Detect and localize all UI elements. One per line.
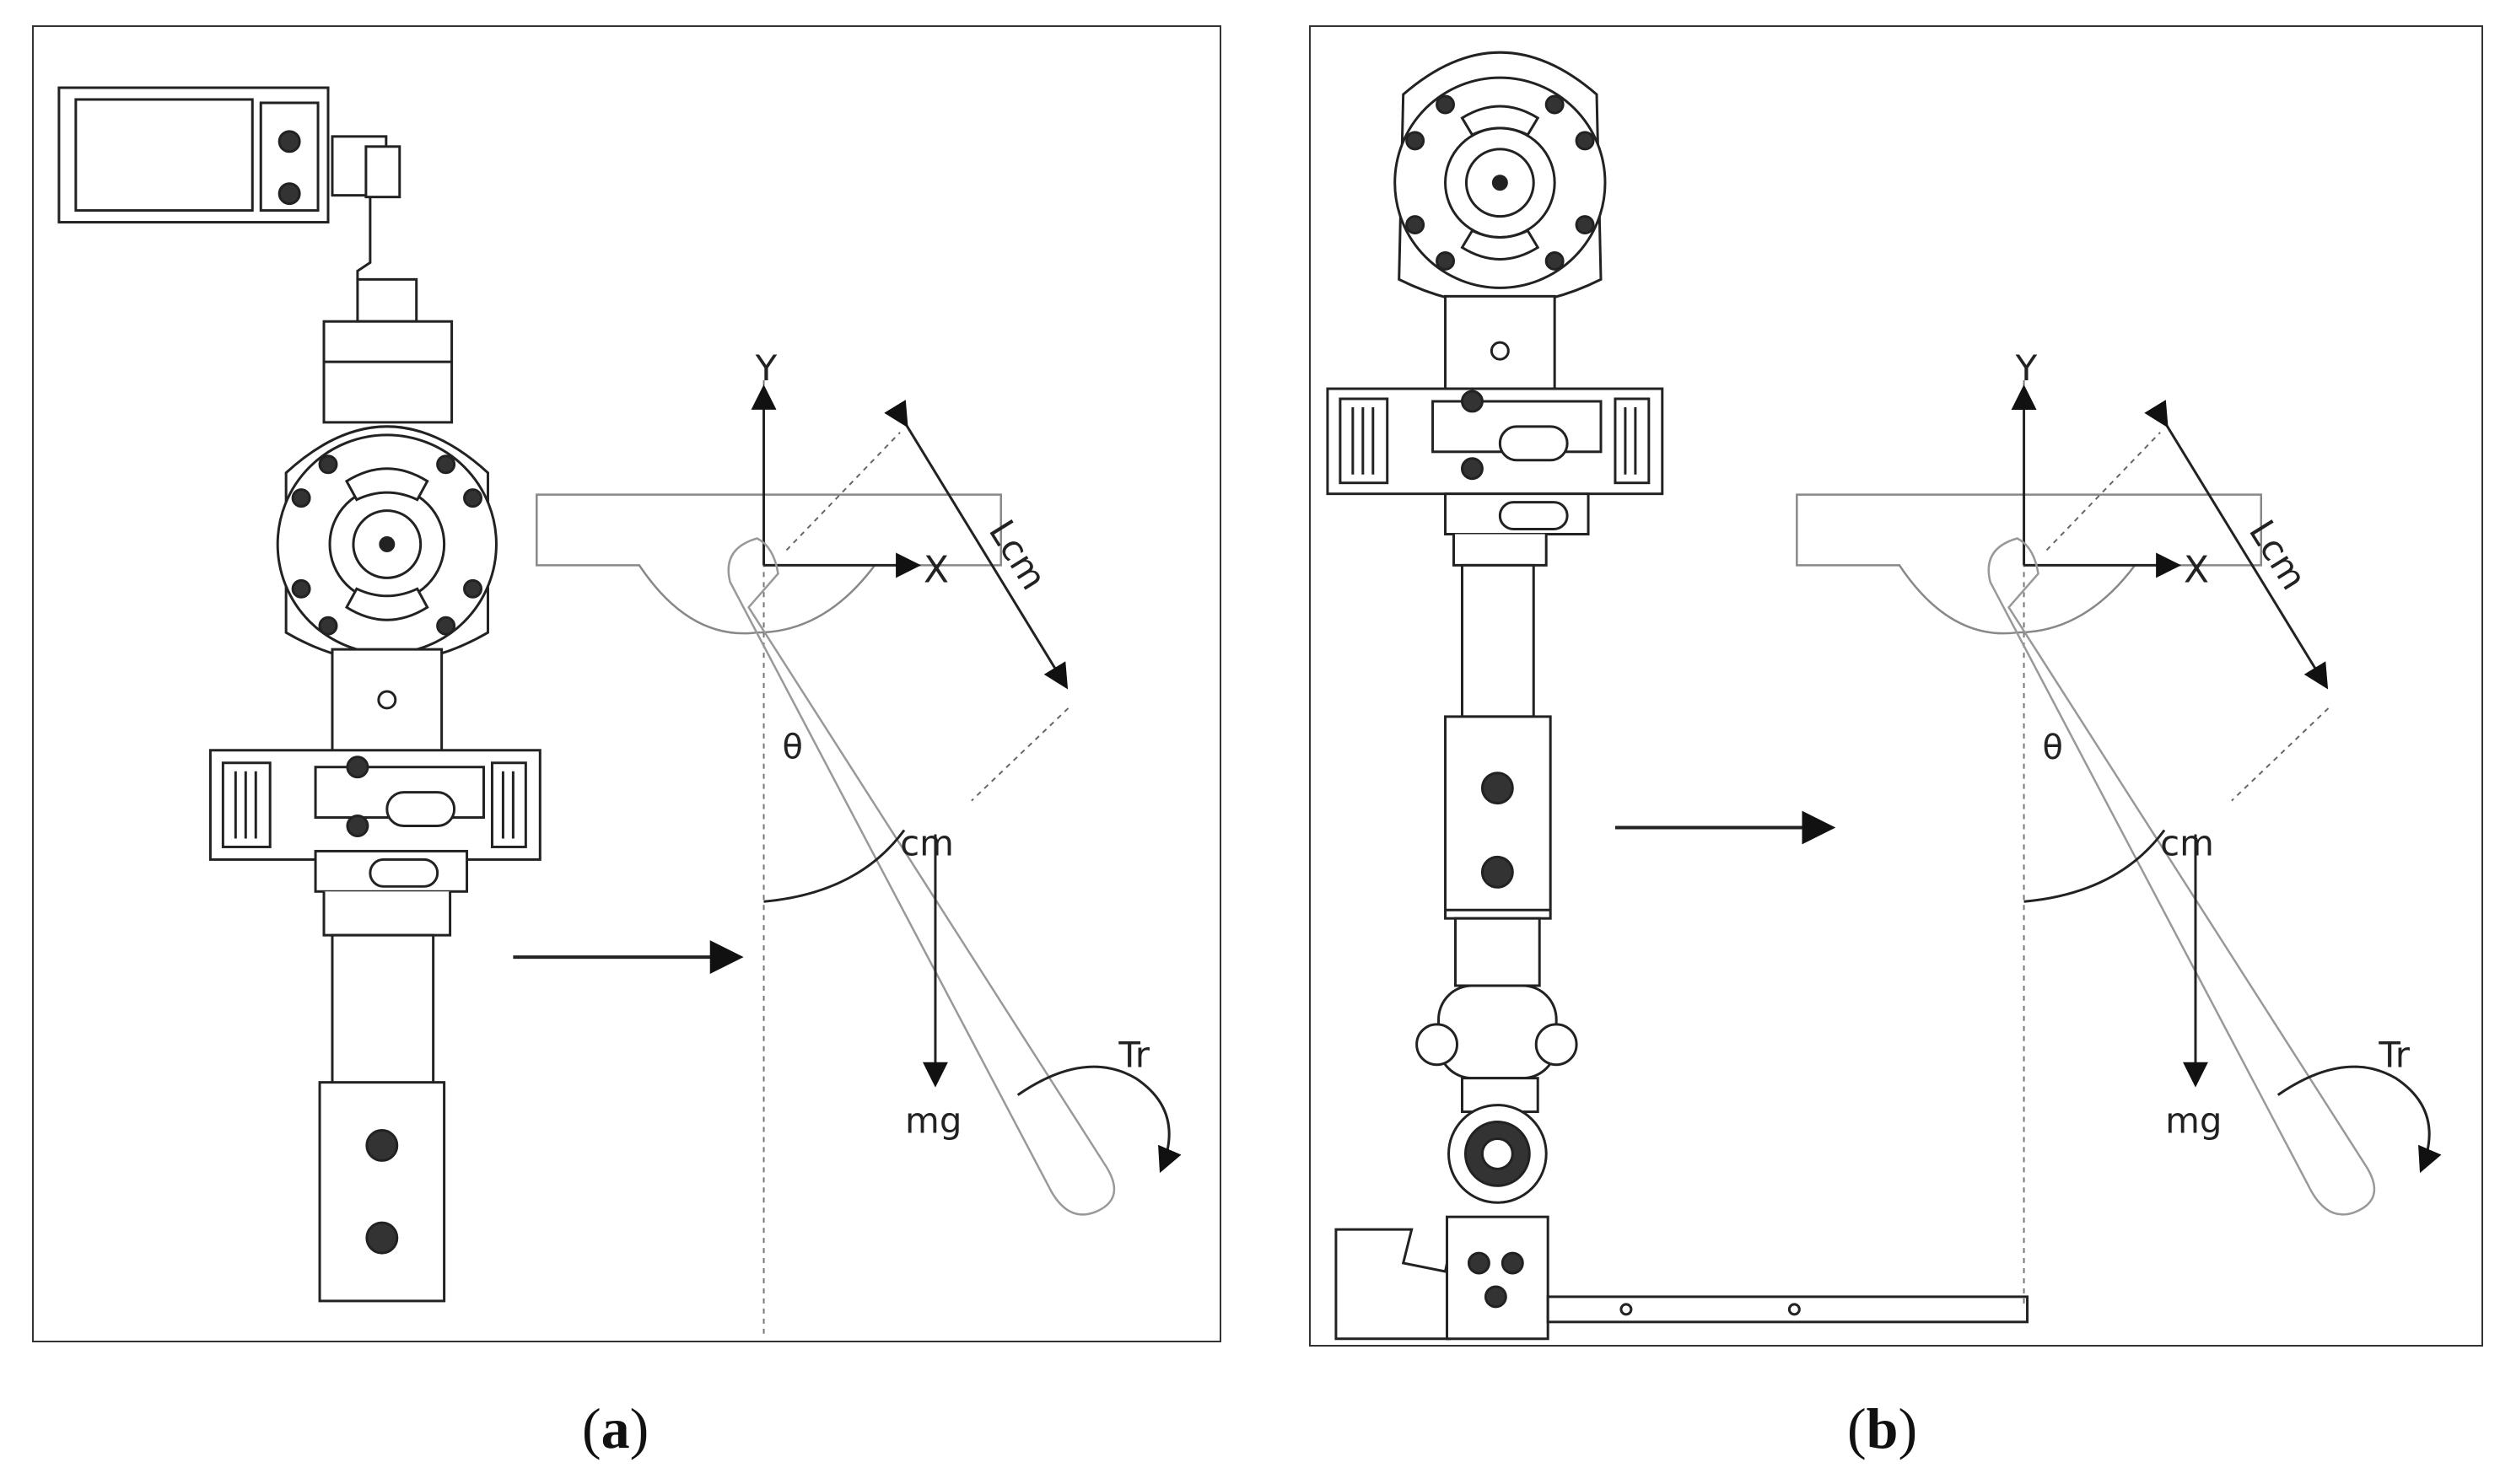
upper-shaft	[322, 277, 454, 424]
leg-strap-assembly	[1326, 294, 1664, 567]
label-mg: mg	[2165, 1100, 2222, 1141]
label-lcm: Lcm	[981, 513, 1055, 597]
lcm-dimension-arrow	[2144, 400, 2329, 690]
knee-joint	[1393, 51, 1607, 306]
theta-angle-arc	[763, 829, 906, 903]
label-x: X	[2184, 548, 2209, 591]
caption-b-close: )	[1898, 1396, 1918, 1460]
panel-b: Y X Lcm θ cm mg Tr	[1309, 25, 2483, 1347]
panel-a: Y X Lcm θ cm mg Tr	[32, 25, 1221, 1342]
free-body-diagram	[1796, 380, 2442, 1305]
label-x: X	[924, 548, 949, 591]
shin-tube	[1444, 563, 1552, 920]
label-y: Y	[755, 347, 778, 389]
torque-arrow	[2276, 1065, 2442, 1174]
panel-b-drawing: Y X Lcm θ cm mg Tr	[1326, 51, 2442, 1341]
label-cm: cm	[2160, 822, 2214, 863]
theta-angle-arc	[2023, 829, 2166, 903]
label-lcm: Lcm	[2241, 513, 2315, 597]
label-tr: Tr	[1118, 1035, 1150, 1076]
leg-strap-assembly	[208, 648, 541, 937]
label-cm: cm	[900, 822, 954, 863]
panel-a-drawing: Y X Lcm θ cm mg Tr	[57, 86, 1182, 1339]
lcm-dimension-arrow	[884, 400, 1069, 690]
label-theta: θ	[2043, 729, 2063, 767]
label-theta: θ	[782, 729, 802, 767]
leg-link-outline	[727, 537, 1116, 1216]
torque-arrow	[1016, 1065, 1182, 1174]
free-body-diagram	[536, 380, 1182, 1339]
caption-a-close: )	[629, 1396, 649, 1460]
ankle-foot-assembly	[1334, 917, 2029, 1341]
caption-b-open: (	[1847, 1396, 1867, 1460]
label-mg: mg	[905, 1100, 962, 1141]
caption-b: (b)	[1847, 1395, 1917, 1462]
shin-tube	[318, 933, 446, 1303]
knee-joint	[276, 425, 498, 664]
caption-a-open: (	[582, 1396, 601, 1460]
label-tr: Tr	[2378, 1035, 2410, 1076]
caption-b-letter: b	[1866, 1396, 1899, 1460]
caption-a: (a)	[582, 1395, 649, 1462]
caption-a-letter: a	[601, 1396, 630, 1460]
leg-link-outline	[1987, 537, 2376, 1216]
motor-unit	[57, 86, 401, 280]
label-y: Y	[2015, 347, 2038, 389]
